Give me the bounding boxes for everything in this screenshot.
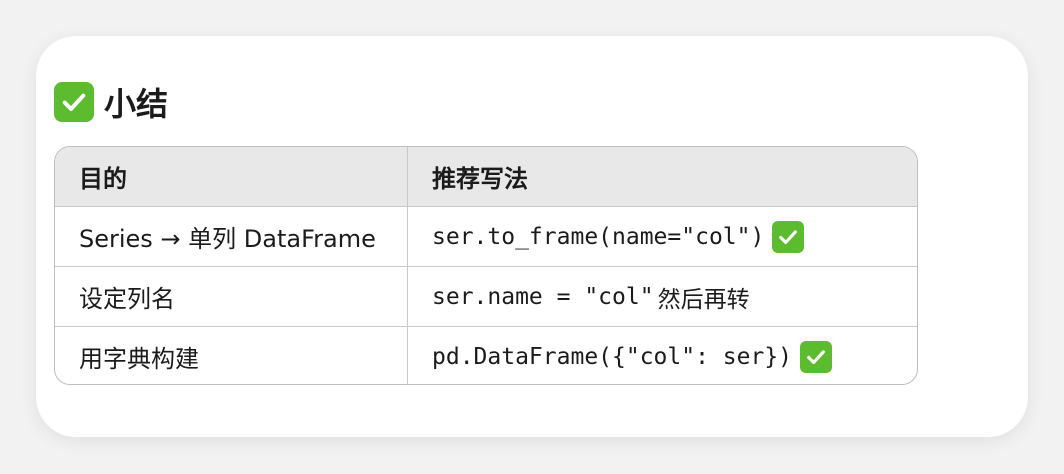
code-snippet: pd.DataFrame({"col": ser}) bbox=[432, 343, 793, 370]
column-header-recommended: 推荐写法 bbox=[432, 165, 528, 193]
summary-table: 目的 推荐写法 Series → 单列 DataFrame ser.to_fra… bbox=[54, 146, 918, 385]
check-mark-button-icon bbox=[54, 82, 94, 122]
cell-recommended: ser.name = "col" 然后再转 bbox=[408, 267, 917, 326]
section-title: 小结 bbox=[104, 85, 169, 123]
cell-note: 然后再转 bbox=[657, 286, 750, 313]
table-header-row: 目的 推荐写法 bbox=[55, 147, 917, 207]
check-mark-button-icon bbox=[800, 340, 833, 373]
cell-purpose: Series → 单列 DataFrame bbox=[55, 207, 408, 266]
cell-purpose: 设定列名 bbox=[55, 267, 408, 326]
summary-card: 小结 目的 推荐写法 Series → 单列 DataFrame ser.to_… bbox=[36, 36, 1028, 437]
cell-recommended: pd.DataFrame({"col": ser}) bbox=[408, 327, 917, 384]
code-snippet: ser.to_frame(name="col") bbox=[432, 223, 765, 250]
check-mark-button-icon bbox=[772, 220, 805, 253]
table-row: 用字典构建 pd.DataFrame({"col": ser}) bbox=[55, 327, 917, 384]
table-row: 设定列名 ser.name = "col" 然后再转 bbox=[55, 267, 917, 327]
column-header-purpose: 目的 bbox=[55, 147, 408, 206]
table-row: Series → 单列 DataFrame ser.to_frame(name=… bbox=[55, 207, 917, 267]
cell-recommended: ser.to_frame(name="col") bbox=[408, 207, 917, 266]
cell-purpose: 用字典构建 bbox=[55, 327, 408, 384]
section-heading: 小结 bbox=[54, 78, 168, 126]
code-snippet: ser.name = "col" bbox=[432, 283, 654, 310]
